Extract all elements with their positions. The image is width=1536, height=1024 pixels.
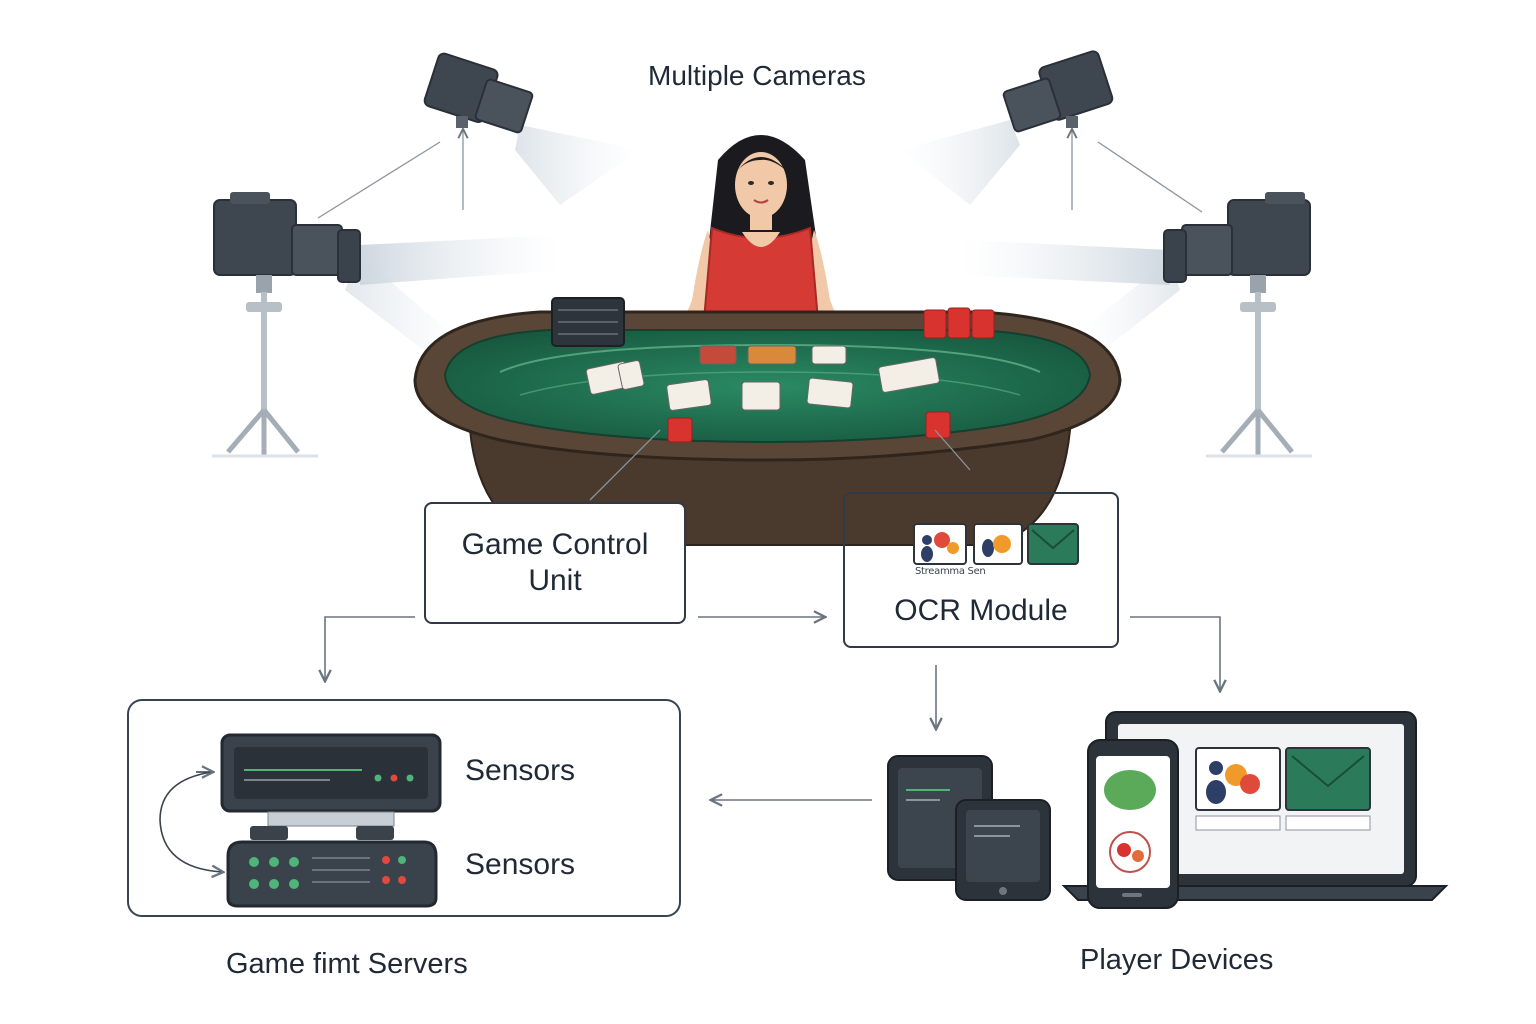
player-devices-label: Player Devices — [1080, 944, 1274, 976]
game-control-unit-box: Game Control Unit — [424, 502, 686, 624]
camera-icon — [1002, 50, 1114, 133]
chip-stack-icon — [667, 417, 693, 443]
arrow-icon — [325, 617, 1220, 800]
game-control-unit-label: Game Control — [461, 528, 649, 561]
camera-guide-lines — [317, 130, 1203, 219]
page-title: Multiple Cameras — [648, 60, 866, 91]
tripod-icon — [1163, 192, 1312, 458]
server-unit-icon — [226, 840, 438, 908]
camera-beams — [345, 120, 1180, 355]
tripod-icon — [212, 192, 361, 458]
sensors-label-bottom: Sensors — [465, 848, 576, 881]
sensors-label-top: Sensors — [465, 754, 576, 787]
ocr-thumbnails — [913, 523, 1079, 576]
dealer-figure — [640, 135, 864, 351]
ocr-module-label: OCR Module — [894, 594, 1068, 627]
tablet-icon — [955, 799, 1051, 901]
camera-icon — [423, 52, 534, 134]
server-unit-icon — [220, 733, 442, 840]
game-control-unit-label-line2: Unit — [528, 564, 582, 597]
table-connectors — [589, 429, 971, 501]
ocr-module-box: Streamma Sen OCR Module — [843, 492, 1119, 648]
loop-arrow-icon — [159, 772, 222, 872]
laptop-icon — [1061, 711, 1449, 901]
card-shoe-icon — [551, 297, 625, 347]
playing-card-icon — [585, 345, 940, 411]
chip-stack-icon — [925, 411, 951, 439]
game-servers-label: Game fimt Servers — [226, 948, 468, 980]
chip-stack-icon — [923, 307, 995, 339]
ocr-thumbnail-caption: Streamma Sen — [915, 566, 986, 577]
phone-icon — [1087, 739, 1179, 909]
